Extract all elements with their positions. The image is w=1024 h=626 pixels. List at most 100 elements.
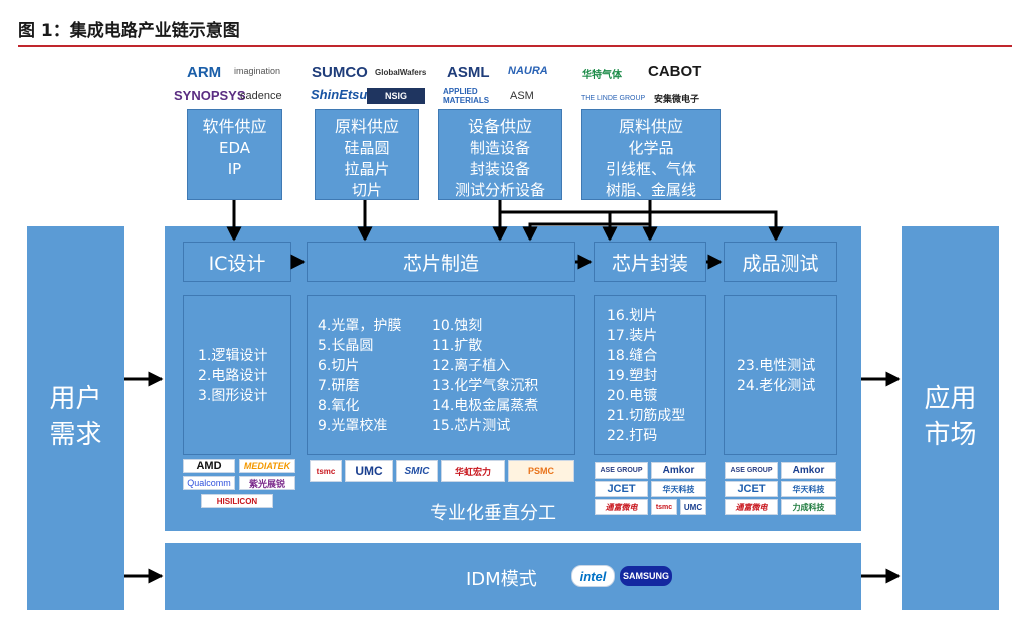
testing-steps: 23.电性测试 24.老化测试 — [724, 295, 837, 455]
equipment-item: 制造设备 — [469, 139, 530, 157]
packaging-steps: 16.划片 17.装片 18.缝合 19.塑封 20.电镀 21.切筋成型 22… — [594, 295, 706, 455]
logo-tongfu: 通富微电 — [595, 499, 648, 515]
step-item: 24.老化测试 — [737, 378, 816, 394]
step-item: 10.蚀刻 — [432, 318, 483, 334]
step-item: 14.电极金属蒸煮 — [432, 398, 539, 414]
logo-amkor-test: Amkor — [781, 462, 836, 479]
step-item: 23.电性测试 — [737, 358, 816, 374]
logo-intel: intel — [571, 565, 615, 587]
equipment-supply-box: 设备供应 制造设备 封装设备 测试分析设备 — [438, 109, 562, 200]
logo-smic: SMIC — [396, 460, 438, 482]
vertical-division-label: 专业化垂直分工 — [430, 503, 556, 524]
logo-huatian: 华天科技 — [651, 481, 706, 497]
manufacturing-steps-col1: 4.光罩，护膜 5.长晶圆 6.切片 7.研磨 8.氧化 9.光罩校准 — [318, 316, 401, 436]
step-item: 17.装片 — [607, 328, 658, 344]
chemical-material-item: 树脂、金属线 — [605, 181, 696, 199]
logo-cadence: cadence — [240, 90, 282, 102]
arrow-chemicals-to-manufacturing — [522, 222, 650, 242]
step-item: 4.光罩，护膜 — [318, 318, 402, 334]
step-item: 1.逻辑设计 — [198, 348, 268, 364]
logo-sumco: SUMCO — [312, 64, 368, 81]
step-item: 2.电路设计 — [198, 368, 268, 384]
logo-naura: NAURA — [508, 65, 548, 77]
logo-jcet: JCET — [595, 481, 648, 497]
step-item: 11.扩散 — [432, 338, 483, 354]
logo-huate: 华特气体 — [582, 70, 622, 81]
logo-globalwafers: GlobalWafers — [375, 68, 427, 77]
application-market-panel: 应用 市场 — [902, 226, 999, 610]
stage-chip-manufacturing: 芯片制造 — [307, 242, 575, 282]
logo-mediatek: MEDIATEK — [239, 459, 295, 473]
logo-samsung: SAMSUNG — [620, 566, 672, 586]
step-item: 5.长晶圆 — [318, 338, 374, 354]
step-item: 3.图形设计 — [198, 388, 268, 404]
idm-label: IDM模式 — [466, 569, 537, 590]
equipment-item: 测试分析设备 — [454, 181, 545, 199]
stage-chip-packaging: 芯片封装 — [594, 242, 706, 282]
wafer-material-item: 拉晶片 — [344, 160, 390, 178]
logo-amd: AMD — [183, 459, 235, 473]
software-supply-item: IP — [227, 160, 242, 178]
logo-powertech: 力成科技 — [781, 499, 836, 515]
figure-title: 图 1：集成电路产业链示意图 — [18, 21, 240, 41]
step-item: 12.离子植入 — [432, 358, 511, 374]
manufacturing-steps-col2: 10.蚀刻 11.扩散 12.离子植入 13.化学气象沉积 14.电极金属蒸煮 … — [432, 316, 538, 436]
wafer-material-supply-title: 原料供应 — [334, 117, 399, 136]
idm-bar — [165, 543, 861, 610]
software-supply-item: EDA — [218, 139, 251, 157]
step-item: 18.缝合 — [607, 348, 658, 364]
step-item: 13.化学气象沉积 — [432, 378, 539, 394]
logo-applied-materials: APPLIED MATERIALS — [443, 87, 490, 105]
equipment-item: 封装设备 — [469, 160, 530, 178]
step-item: 20.电镀 — [607, 388, 658, 404]
chemical-material-item: 化学品 — [628, 139, 674, 157]
step-item: 19.塑封 — [607, 368, 658, 384]
logo-hisilicon: HISILICON — [201, 494, 273, 508]
logo-synopsys: SYNOPSYS — [174, 88, 246, 103]
logo-asm: ASM — [510, 90, 534, 102]
user-demand-panel: 用户 需求 — [27, 226, 124, 610]
step-item: 6.切片 — [318, 358, 360, 374]
step-item: 16.划片 — [607, 308, 658, 324]
manufacturing-steps: 4.光罩，护膜 5.长晶圆 6.切片 7.研磨 8.氧化 9.光罩校准 10.蚀… — [307, 295, 575, 455]
logo-huatian-test: 华天科技 — [781, 481, 836, 497]
stage-ic-design: IC设计 — [183, 242, 291, 282]
step-item: 8.氧化 — [318, 398, 360, 414]
logo-nsig: NSIG — [367, 88, 425, 104]
logo-tsmc: tsmc — [310, 460, 342, 482]
logo-linde: THE LINDE GROUP — [581, 95, 646, 102]
wafer-material-supply-box: 原料供应 硅晶圆 拉晶片 切片 — [315, 109, 419, 200]
ic-design-steps: 1.逻辑设计 2.电路设计 3.图形设计 — [183, 295, 291, 455]
logo-qualcomm: Qualcomm — [183, 476, 235, 490]
logo-psmc: PSMC — [508, 460, 574, 482]
chemical-material-supply-title: 原料供应 — [618, 117, 683, 136]
logo-ase-test: ASE GROUP — [725, 462, 778, 479]
stage-product-testing: 成品测试 — [724, 242, 837, 282]
step-item: 15.芯片测试 — [432, 418, 511, 434]
chemical-material-supply-box: 原料供应 化学品 引线框、气体 树脂、金属线 — [581, 109, 721, 200]
user-demand-label: 用户 需求 — [49, 384, 102, 450]
logo-asml: ASML — [447, 64, 490, 81]
logo-huahong: 华虹宏力 — [441, 460, 505, 482]
wafer-material-item: 切片 — [351, 181, 382, 199]
logo-cabot: CABOT — [648, 63, 702, 80]
logo-umc: UMC — [345, 460, 393, 482]
logo-anji: 安集微电子 — [654, 94, 700, 104]
logo-tongfu-test: 通富微电 — [725, 499, 778, 515]
step-item: 7.研磨 — [318, 378, 360, 394]
chemical-material-item: 引线框、气体 — [605, 160, 696, 178]
arrow-equipment-to-packaging — [500, 210, 618, 242]
arrow-equipment-to-testing — [610, 210, 784, 242]
logo-ase: ASE GROUP — [595, 462, 648, 479]
logo-jcet-test: JCET — [725, 481, 778, 497]
logo-imagination: imagination — [234, 66, 281, 76]
title-rule — [18, 45, 1012, 47]
wafer-material-item: 硅晶圆 — [344, 139, 390, 157]
logo-arm: ARM — [187, 64, 222, 81]
step-item: 22.打码 — [607, 428, 658, 444]
software-supply-title: 软件供应 — [202, 117, 267, 136]
step-item: 9.光罩校准 — [318, 418, 388, 434]
logo-tsmc-pkg: tsmc — [651, 499, 677, 515]
logo-umc-pkg: UMC — [680, 499, 706, 515]
